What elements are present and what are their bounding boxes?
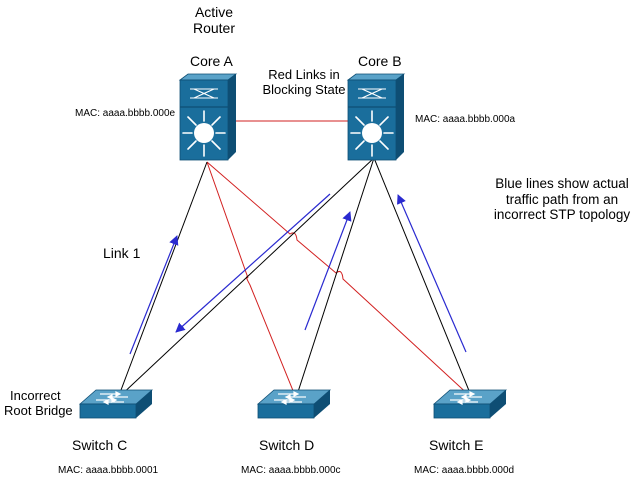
link-coreb-switchd xyxy=(295,157,375,399)
layer3-switch-icon xyxy=(178,73,238,161)
switch-e-name: Switch E xyxy=(429,437,484,453)
switch-d-mac: MAC: aaaa.bbbb.000c xyxy=(241,465,341,476)
active-router-label: Active Router xyxy=(186,4,242,36)
incorrect-root-line-1: Incorrect xyxy=(10,388,61,403)
link-corea-switchd xyxy=(206,161,297,399)
traffic-arrow-switchc-up xyxy=(129,235,179,355)
blocking-state-line-2: Blocking State xyxy=(262,81,346,97)
core-b-name: Core B xyxy=(358,53,402,69)
workgroup-switch-icon xyxy=(78,389,154,419)
core-a-name: Core A xyxy=(190,53,233,69)
switch-c-name: Switch C xyxy=(72,437,128,453)
active-router-line-1: Active xyxy=(194,4,234,20)
workgroup-switch-icon xyxy=(432,389,508,419)
switch-d-name: Switch D xyxy=(259,437,315,453)
workgroup-switch-icon xyxy=(256,389,332,419)
incorrect-root-bridge-label: Incorrect Root Bridge xyxy=(4,388,73,419)
blocking-state-label: Red Links in Blocking State xyxy=(252,67,356,98)
link-corea-switchc xyxy=(117,161,208,399)
core-a-mac: MAC: aaaa.bbbb.000e xyxy=(75,108,176,119)
layer3-switch-icon xyxy=(346,73,406,161)
link-corea-switche xyxy=(206,161,473,399)
traffic-path-note-line-3: incorrect STP topology xyxy=(493,207,631,223)
traffic-path-note-line-1: Blue lines show actual xyxy=(495,176,629,191)
traffic-path-note-line-2: traffic path from an xyxy=(505,191,619,207)
traffic-arrow-switchd-up xyxy=(304,211,352,331)
traffic-arrow-coreb-to-switchc xyxy=(175,193,331,333)
traffic-path-note: Blue lines show actual traffic path from… xyxy=(488,176,636,223)
traffic-arrow-switche-up xyxy=(397,194,467,353)
incorrect-root-line-2: Root Bridge xyxy=(4,402,73,418)
switch-c-mac: MAC: aaaa.bbbb.0001 xyxy=(58,465,159,476)
traffic-arrows xyxy=(129,193,467,355)
blocking-state-line-1: Red Links in xyxy=(268,67,340,82)
blocking-links xyxy=(206,120,473,399)
forwarding-links xyxy=(117,157,473,399)
link-coreb-switchc xyxy=(117,157,375,399)
link-coreb-switche xyxy=(373,157,473,399)
link-1-label: Link 1 xyxy=(103,245,141,261)
active-router-line-2: Router xyxy=(192,20,236,37)
switch-e-mac: MAC: aaaa.bbbb.000d xyxy=(414,465,515,476)
core-b-mac: MAC: aaaa.bbbb.000a xyxy=(415,114,516,125)
